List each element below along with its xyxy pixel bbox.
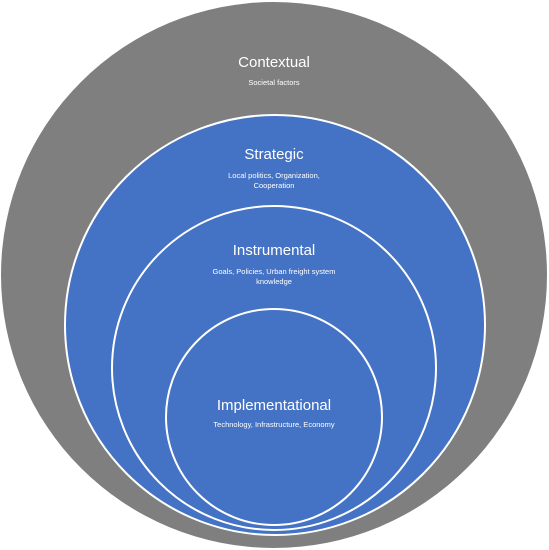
implementational-circle bbox=[165, 308, 383, 526]
implementational-description: Technology, Infrastructure, Economy bbox=[213, 420, 335, 429]
implementational-title: Implementational bbox=[216, 397, 332, 414]
strategic-description-line-2: Cooperation bbox=[253, 181, 295, 190]
contextual-description: Societal factors bbox=[248, 78, 300, 87]
strategic-description-line-1: Local politics, Organization, bbox=[228, 171, 320, 180]
strategic-title: Strategic bbox=[244, 146, 304, 163]
instrumental-description-line-1: Goals, Policies, Urban freight system bbox=[212, 267, 336, 276]
contextual-title: Contextual bbox=[238, 54, 310, 71]
instrumental-description-line-2: knowledge bbox=[256, 277, 292, 286]
instrumental-title: Instrumental bbox=[232, 242, 316, 259]
